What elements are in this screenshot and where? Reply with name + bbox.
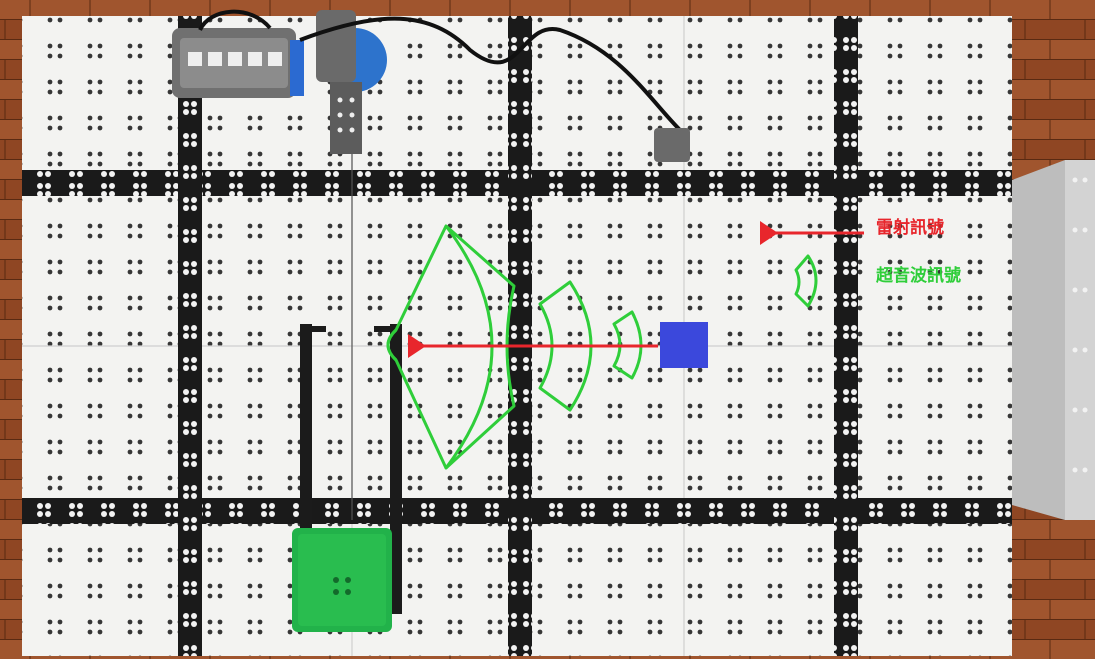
green-cube [292, 528, 392, 632]
field-wall [1012, 160, 1095, 520]
distance-sensor [654, 128, 690, 162]
target-block [660, 322, 708, 368]
vex-brain [172, 28, 304, 98]
laser-signal-label: 雷射訊號 [876, 220, 944, 237]
ultrasonic-signal-label: 超音波訊號 [876, 268, 961, 285]
